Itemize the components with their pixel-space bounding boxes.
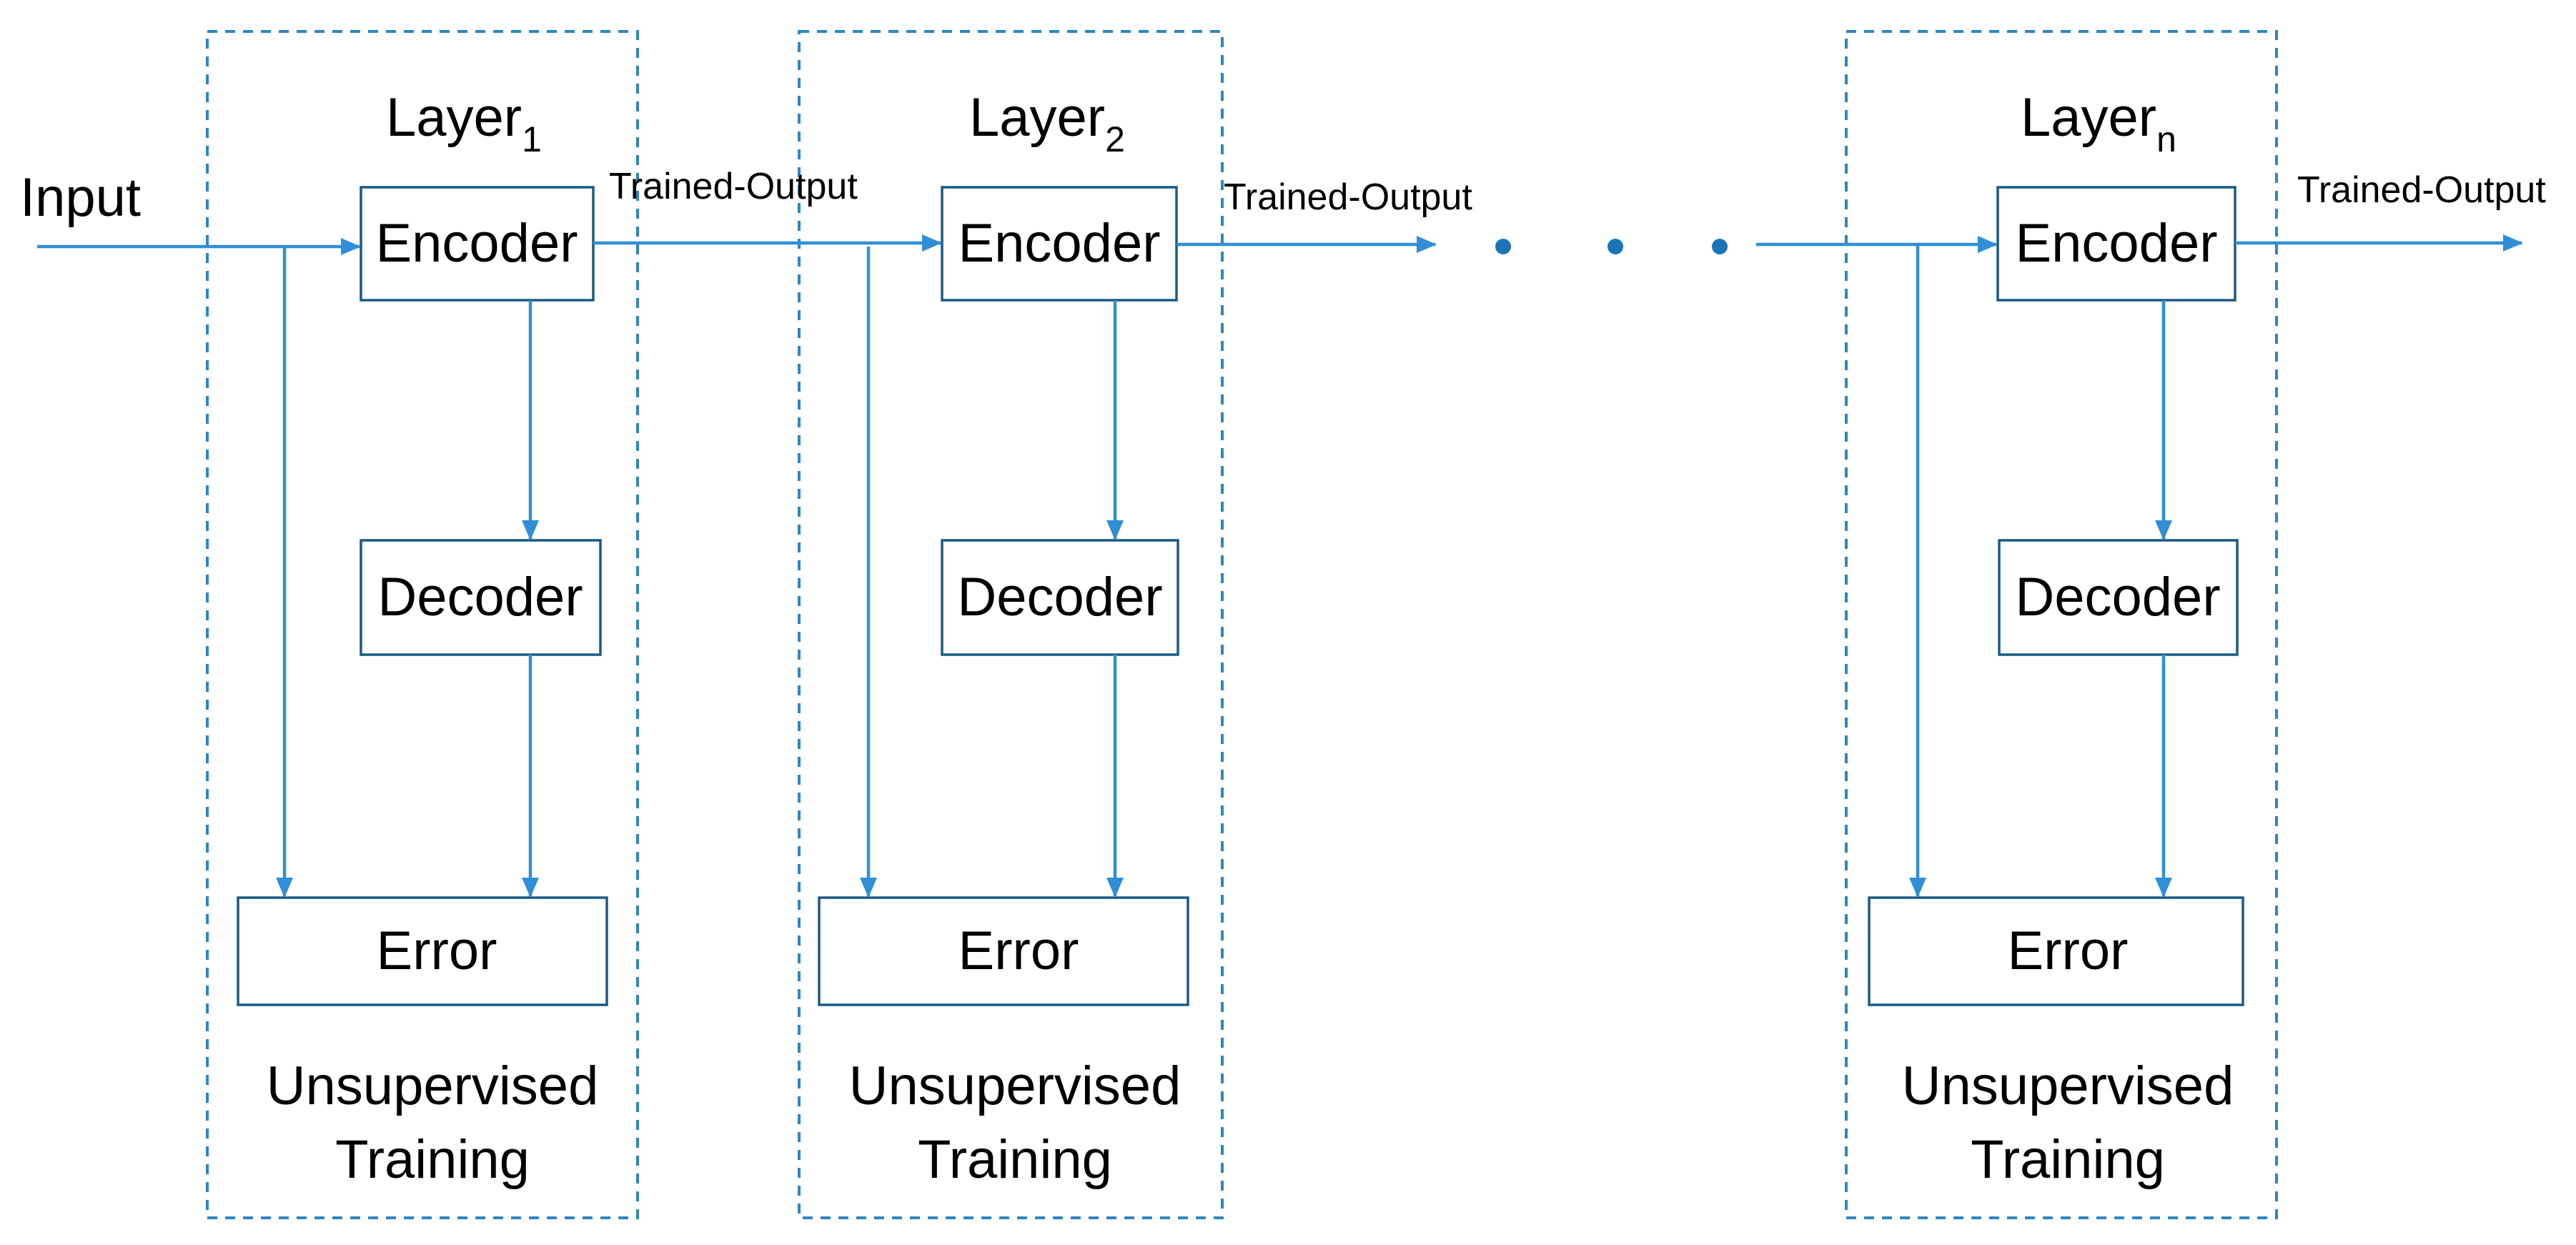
layer-1-error-box bbox=[237, 896, 608, 1006]
layer-n-decoder-box bbox=[1998, 539, 2239, 656]
layer-n-output-label: Trained-Output bbox=[2297, 169, 2546, 211]
layer-1-encoder-label: Encoder bbox=[375, 213, 578, 274]
layer-1-group: Layer1 Encoder Decoder Error Unsupervise… bbox=[206, 30, 639, 1219]
layer-1-title: Layer1 bbox=[386, 87, 542, 159]
layer-2-decoder-label: Decoder bbox=[957, 567, 1162, 628]
layer-1-output-label: Trained-Output bbox=[609, 166, 858, 207]
layer-n-error-box bbox=[1868, 896, 2244, 1006]
layer-1-training-line1: Unsupervised bbox=[267, 1056, 599, 1116]
layer-n-frame bbox=[1845, 30, 2278, 1219]
layer-1-training-line2: Training bbox=[335, 1129, 530, 1190]
layer-n-training-line2: Training bbox=[1971, 1129, 2165, 1190]
layer-n-encoder-box bbox=[1996, 186, 2236, 302]
layer-n-encoder-label: Encoder bbox=[2015, 213, 2217, 274]
ellipsis-dot-1 bbox=[1495, 239, 1511, 254]
layer-1-error-label: Error bbox=[377, 921, 497, 981]
ellipsis-dot-2 bbox=[1607, 239, 1623, 254]
layer-n-error-label: Error bbox=[2008, 921, 2129, 981]
layer-2-error-box bbox=[818, 896, 1189, 1006]
layer-2-group: Layer2 Encoder Decoder Error Unsupervise… bbox=[798, 30, 1224, 1219]
layer-n-title: Layern bbox=[2021, 87, 2176, 159]
layer-2-title: Layer2 bbox=[969, 87, 1125, 159]
layer-2-training-line2: Training bbox=[918, 1129, 1112, 1190]
layer-2-decoder-box bbox=[941, 539, 1179, 656]
layer-2-encoder-label: Encoder bbox=[958, 213, 1160, 274]
layer-1-decoder-box bbox=[360, 539, 602, 656]
ellipsis-dot-3 bbox=[1712, 239, 1728, 254]
layer-2-output-label: Trained-Output bbox=[1224, 177, 1472, 218]
layer-2-error-label: Error bbox=[958, 921, 1079, 981]
input-label: Input bbox=[20, 167, 141, 228]
layer-n-group: Layern Encoder Decoder Error Unsupervise… bbox=[1845, 30, 2278, 1219]
layer-1-decoder-label: Decoder bbox=[377, 567, 583, 628]
layer-1-frame bbox=[206, 30, 639, 1219]
layer-n-decoder-label: Decoder bbox=[2015, 567, 2220, 628]
layer-2-training-line1: Unsupervised bbox=[849, 1056, 1182, 1116]
layer-n-training-line1: Unsupervised bbox=[1902, 1056, 2234, 1116]
